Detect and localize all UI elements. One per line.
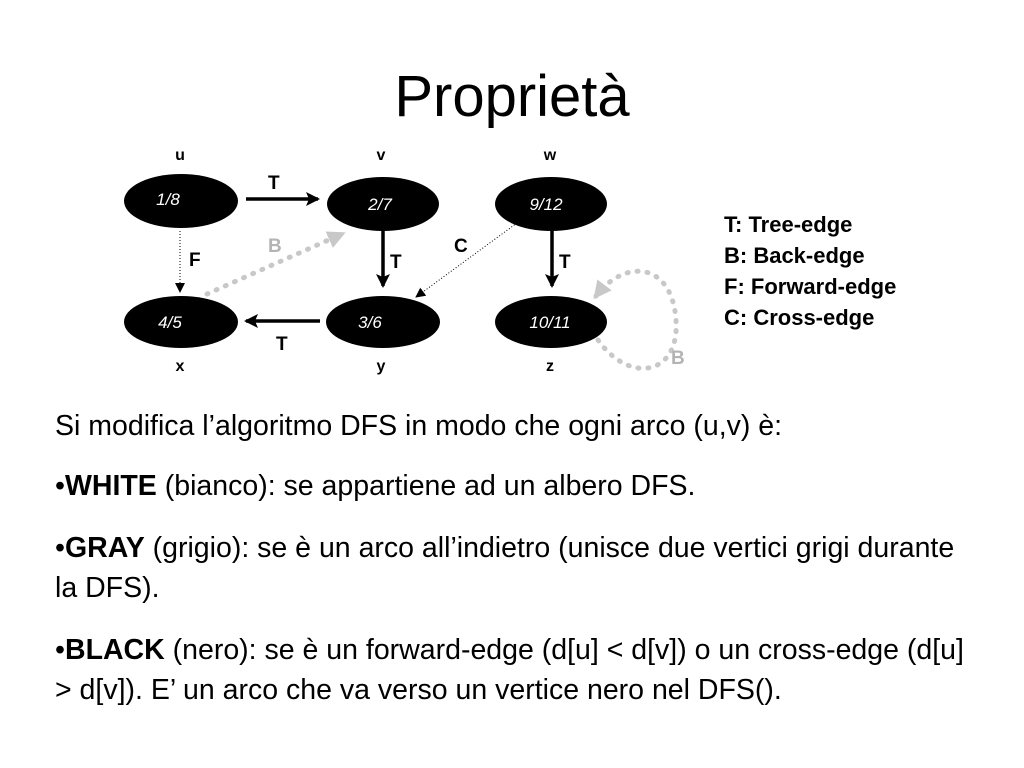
edge-w-z-label: T [559, 252, 571, 273]
bullet-gray-text: (grigio): se è un arco all’indietro (uni… [55, 532, 955, 604]
node-v-time: 2/7 [367, 195, 392, 214]
node-x: 4/5 [124, 296, 238, 348]
node-z-name: z [546, 358, 554, 375]
bullet-black-keyword: BLACK [64, 634, 165, 666]
node-v: 2/7 [327, 177, 439, 231]
bullet-black: •BLACK (nero): se è un forward-edge (d[u… [55, 630, 975, 710]
bullet-white-mark: • [55, 470, 65, 502]
node-x-time: 4/5 [158, 313, 182, 332]
bullet-black-text: (nero): se è un forward-edge (d[u] < d[v… [55, 634, 964, 706]
edge-v-y-label: T [390, 252, 402, 273]
edge-w-y-label: C [454, 236, 468, 257]
edge-z-z-back-loop [593, 268, 679, 371]
node-w-name: w [543, 147, 557, 164]
node-w-time: 9/12 [529, 195, 563, 214]
legend-tree-edge: T: Tree-edge [724, 212, 853, 237]
legend-back-edge: B: Back-edge [724, 243, 865, 268]
body-text: Si modifica l’algoritmo DFS in modo che … [55, 406, 975, 732]
node-u: 1/8 [124, 174, 238, 228]
bullet-black-mark: • [55, 634, 65, 666]
node-x-name: x [176, 358, 185, 375]
slide-title: Proprietà [394, 64, 630, 129]
legend-cross-edge: C: Cross-edge [724, 305, 875, 330]
edge-x-v-back [204, 231, 346, 297]
edge-y-x-label: T [276, 334, 288, 355]
bullet-gray: •GRAY (grigio): se è un arco all’indietr… [55, 528, 975, 608]
dfs-graph-diagram: T T T T B F C B 1/8 u 2/7 v 9/12 w 4/5 x… [124, 147, 685, 375]
bullet-white-text: (bianco): se appartiene ad un albero DFS… [156, 470, 696, 502]
node-v-name: v [377, 147, 386, 164]
bullet-white-keyword: WHITE [64, 470, 157, 502]
bullet-gray-mark: • [55, 532, 65, 564]
node-y: 3/6 [326, 296, 440, 348]
node-z-time: 10/11 [529, 313, 570, 332]
edge-x-v-label: B [268, 236, 282, 257]
bullet-gray-keyword: GRAY [64, 532, 145, 564]
edge-w-y-cross [415, 222, 518, 298]
edge-u-x-label: F [189, 250, 201, 271]
edge-u-v-label: T [268, 173, 280, 194]
legend-forward-edge: F: Forward-edge [724, 274, 897, 299]
node-u-time: 1/8 [156, 190, 180, 209]
node-w: 9/12 [495, 177, 607, 231]
node-y-time: 3/6 [358, 313, 382, 332]
node-y-name: y [377, 358, 386, 375]
node-u-name: u [175, 147, 185, 164]
intro-paragraph: Si modifica l’algoritmo DFS in modo che … [55, 410, 783, 442]
edge-z-z-label: B [671, 348, 685, 369]
bullet-white: •WHITE (bianco): se appartiene ad un alb… [55, 466, 975, 506]
node-z: 10/11 [495, 296, 607, 348]
edge-type-legend: T: Tree-edge B: Back-edge F: Forward-edg… [724, 209, 896, 333]
